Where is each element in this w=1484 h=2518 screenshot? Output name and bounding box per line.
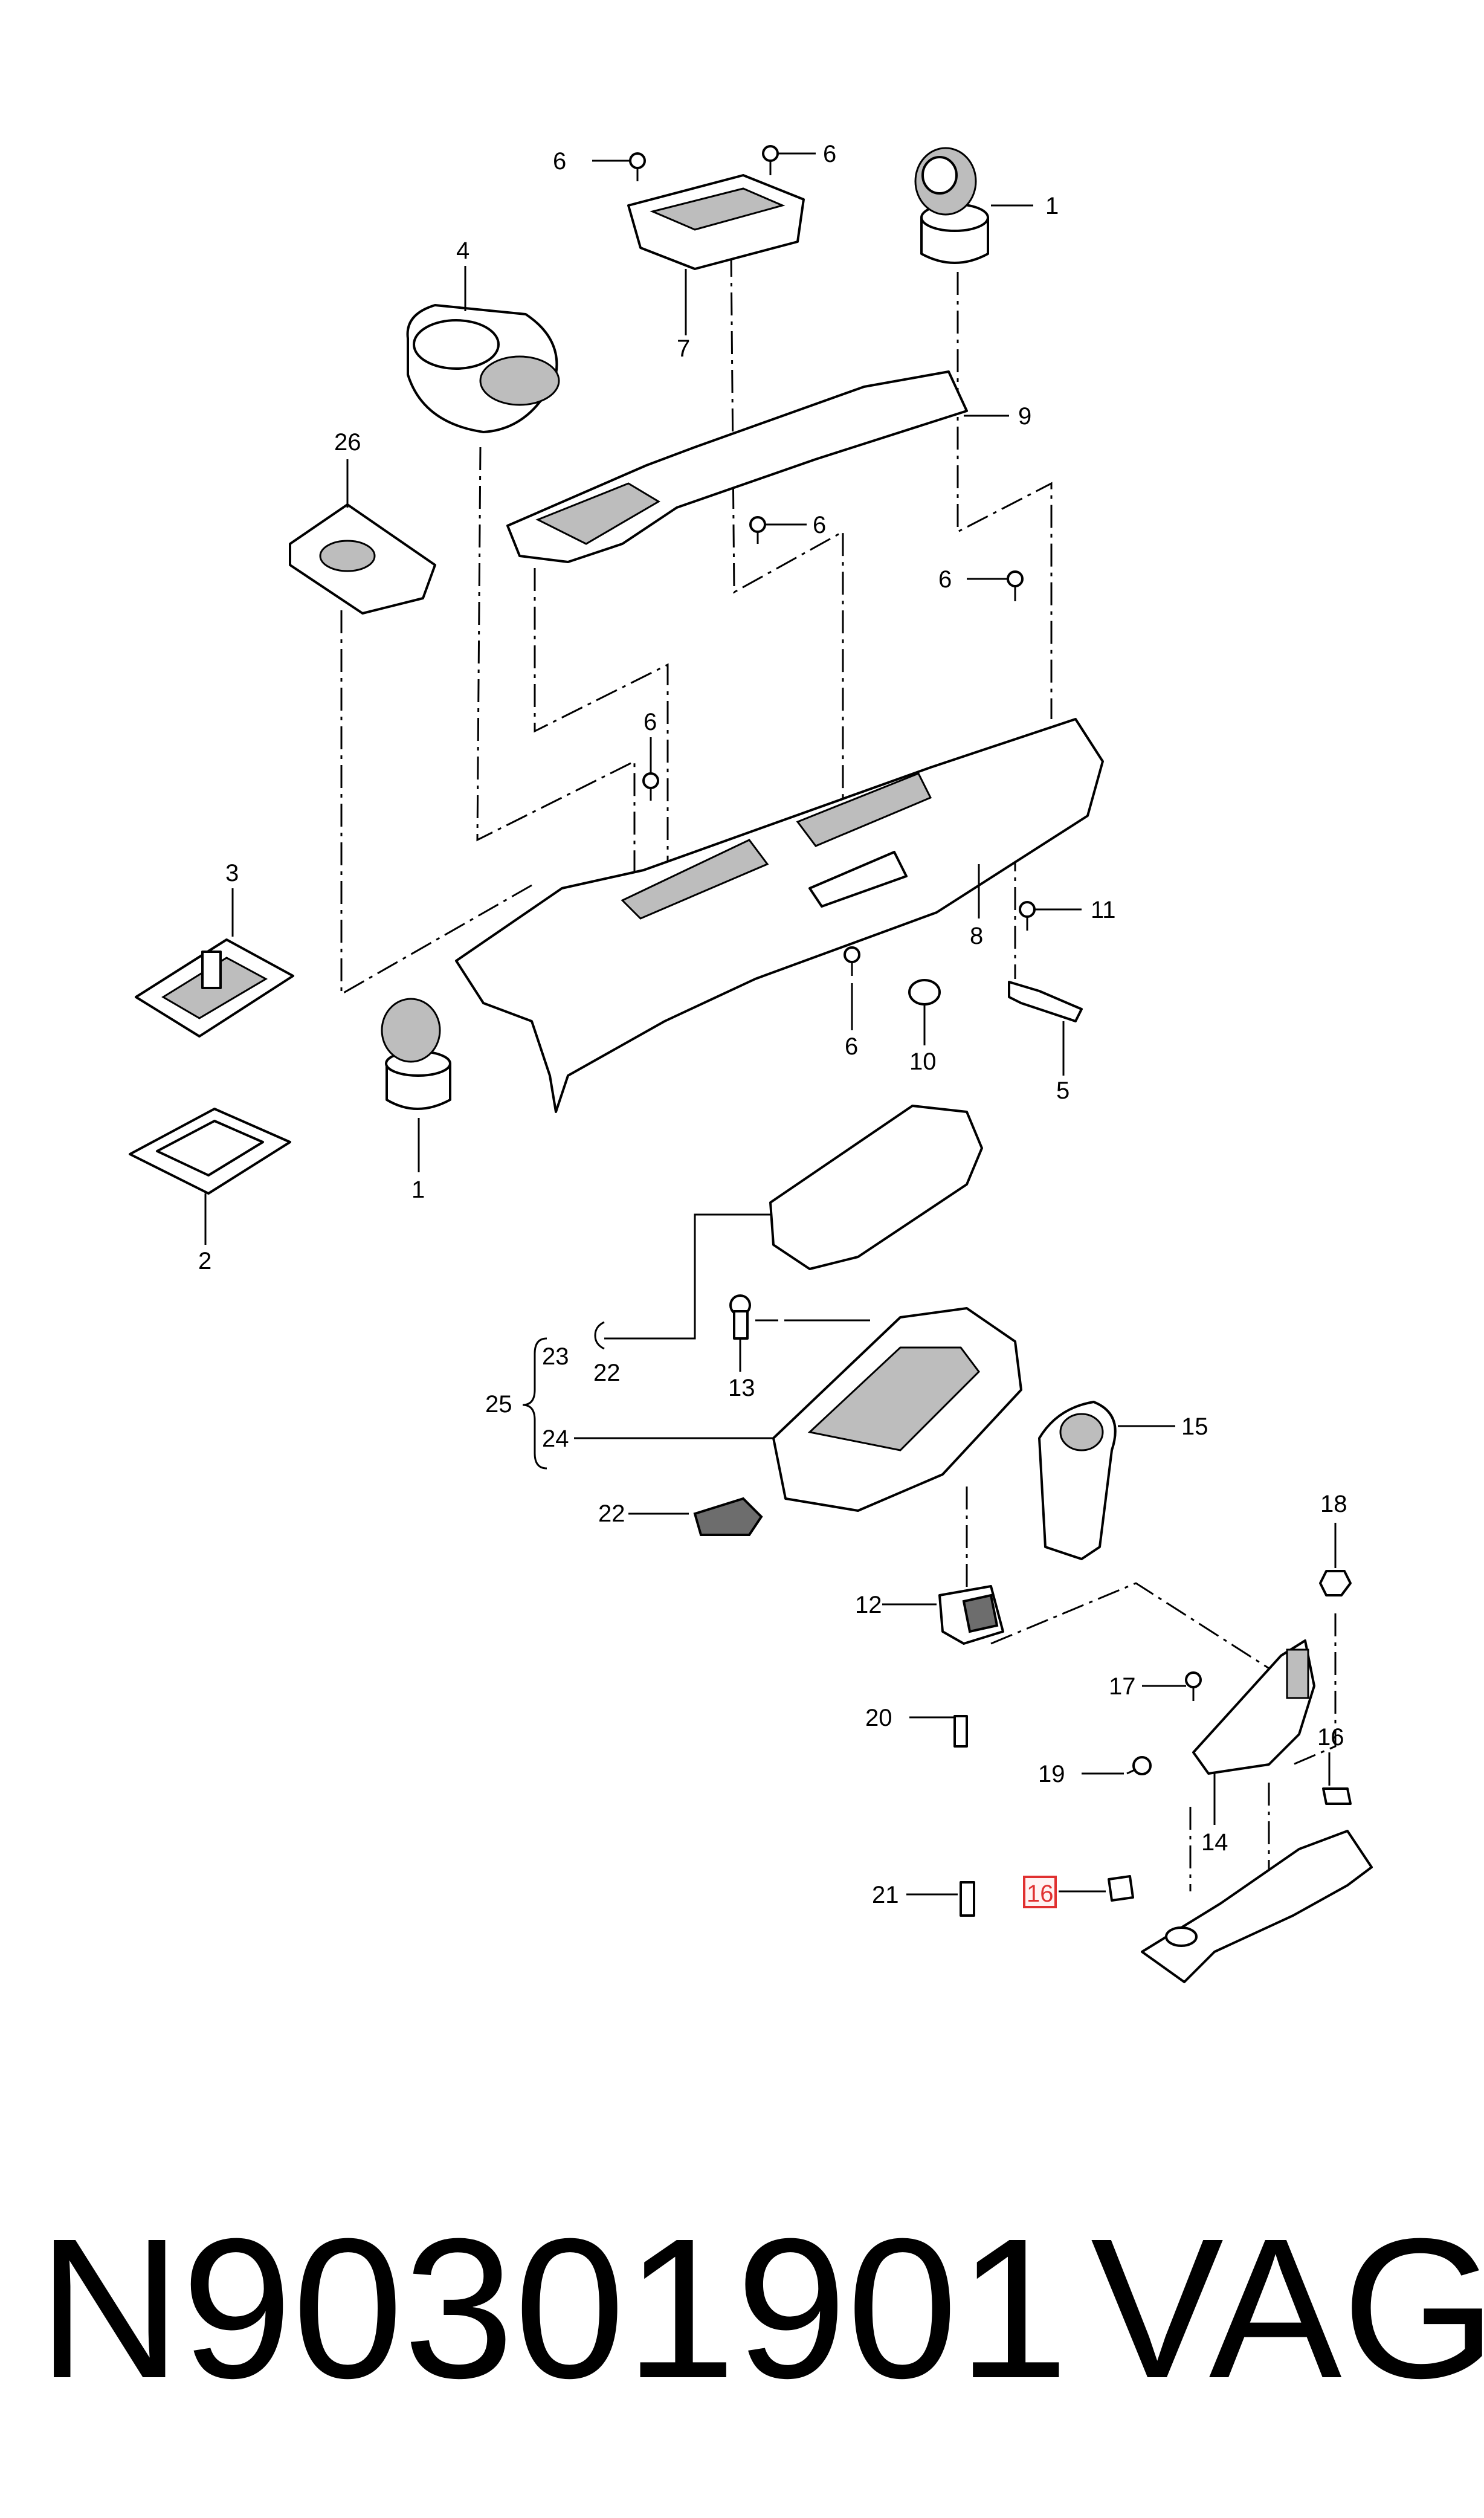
screw-19 (1126, 1756, 1152, 1775)
callout-17: 17 (1109, 1673, 1136, 1700)
part-22-cover (693, 1497, 763, 1536)
bolt-21 (960, 1881, 975, 1917)
callout-12: 12 (855, 1592, 882, 1618)
part-18-nut (1319, 1570, 1352, 1596)
part-16-clip-a (1322, 1787, 1352, 1805)
callout-6-b: 6 (823, 141, 836, 167)
part-1-ashtray-top (914, 147, 989, 264)
callout-10: 10 (909, 1048, 937, 1075)
callout-16-highlight-box (1023, 1876, 1057, 1908)
callout-1-top: 1 (1045, 193, 1059, 219)
callout-6-c: 6 (813, 512, 826, 538)
part-5-bracket (1008, 981, 1083, 1022)
screw-17 (1185, 1671, 1202, 1701)
callout-6-a: 6 (553, 148, 566, 175)
callout-5: 5 (1056, 1077, 1069, 1104)
callout-labels: 6 6 1 4 7 9 26 6 6 6 3 11 8 6 10 5 1 2 2… (198, 141, 1347, 1908)
callout-2: 2 (198, 1248, 211, 1274)
callout-15: 15 (1181, 1413, 1208, 1440)
callout-16-a: 16 (1317, 1724, 1344, 1751)
callout-19: 19 (1038, 1761, 1065, 1787)
exploded-parts-diagram: 6 6 1 4 7 9 26 6 6 6 3 11 8 6 10 5 1 2 2… (129, 141, 1373, 1983)
callout-24: 24 (542, 1425, 569, 1452)
callout-21: 21 (872, 1882, 899, 1908)
part-14-hinge-arm (1192, 1639, 1315, 1775)
callout-16-highlighted: 16 (1027, 1880, 1054, 1907)
callout-22-a: 22 (593, 1360, 621, 1386)
callout-6-d: 6 (938, 566, 952, 593)
part-10-plug (908, 979, 941, 1006)
brand-label: VAG (1091, 2197, 1484, 2420)
part-26-cover (289, 503, 436, 615)
part-number-label: N90301901 (37, 2197, 1069, 2420)
callout-6-f: 6 (845, 1033, 858, 1060)
screw-6-f (844, 946, 860, 976)
callout-11: 11 (1091, 897, 1116, 923)
callout-22-b: 22 (598, 1500, 625, 1527)
part-16-clip-b (1108, 1875, 1134, 1902)
part-15-hinge-cover (1038, 1401, 1117, 1560)
part-23-armrest-lid (769, 1105, 983, 1270)
callout-14: 14 (1201, 1829, 1228, 1856)
part-9-trim (506, 370, 968, 563)
callout-13: 13 (728, 1375, 755, 1401)
leader-lines (204, 152, 1337, 1896)
part-24-armrest-box (772, 1307, 1022, 1512)
screw-6-a (629, 152, 646, 181)
callout-25: 25 (485, 1391, 512, 1418)
callout-18: 18 (1320, 1491, 1347, 1517)
screw-6-e (642, 772, 659, 801)
screw-6-d (1007, 570, 1024, 601)
part-base-plate (1141, 1830, 1373, 1983)
callout-7: 7 (677, 335, 690, 362)
callout-4: 4 (456, 237, 469, 264)
part-4-cupholder (406, 304, 560, 433)
part-2-frame (129, 1108, 291, 1195)
bolt-13 (729, 1294, 751, 1340)
part-8-console-body (455, 718, 1104, 1113)
part-1-ashtray-bottom (381, 998, 451, 1110)
callout-1-bottom: 1 (411, 1177, 425, 1203)
screw-20 (953, 1715, 968, 1748)
screw-6-c (749, 516, 766, 544)
part-3-shift-boot (135, 938, 294, 1038)
callout-3: 3 (225, 860, 239, 886)
part-7-tray (627, 174, 805, 270)
callout-9: 9 (1018, 403, 1031, 430)
callout-23: 23 (542, 1343, 569, 1370)
callout-20: 20 (865, 1705, 892, 1731)
screw-6-b (762, 145, 779, 175)
screw-11 (1019, 901, 1036, 931)
assembly-lines (340, 253, 1337, 1903)
part-12-latch (938, 1585, 1004, 1645)
callout-8: 8 (970, 923, 983, 949)
callout-26: 26 (334, 429, 361, 456)
callout-6-e: 6 (644, 709, 657, 735)
